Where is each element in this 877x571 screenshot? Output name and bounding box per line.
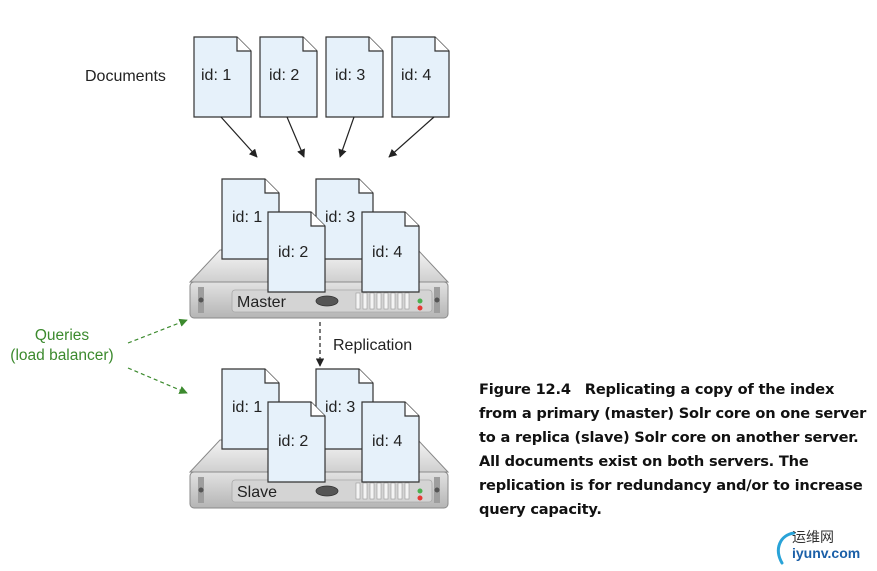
server-label-slave: Slave [237, 484, 277, 501]
document-id-4: id: 4 [391, 36, 450, 118]
slave-doc-id-2: id: 2 [267, 401, 326, 483]
server-label-master: Master [237, 294, 287, 311]
vent-icon [355, 292, 410, 310]
arrow-doc2-to-master [286, 116, 305, 158]
master-doc-id-3: id: 3 [315, 178, 374, 260]
drive-slot-icon [315, 485, 339, 497]
vent-icon [355, 482, 410, 500]
caption-text: Replicating a copy of the index from a p… [479, 381, 867, 518]
status-led-icon [417, 495, 423, 501]
screw-icon [434, 297, 440, 303]
status-led-icon [417, 305, 423, 311]
slave-doc-id-3: id: 3 [315, 368, 374, 450]
document-label: id: 3 [335, 67, 365, 84]
queries-label: Queries (load balancer) [0, 326, 124, 366]
drive-slot-icon [315, 295, 339, 307]
queries-label-line2: (load balancer) [10, 347, 114, 364]
arrow-doc4-to-master [388, 116, 435, 158]
slave-doc-id-4: id: 4 [361, 401, 420, 483]
document-label: id: 2 [278, 244, 308, 261]
query-arrow-to-slave [127, 367, 188, 394]
document-label: id: 3 [325, 209, 355, 226]
figure-number: Figure 12.4 [479, 381, 571, 398]
queries-label-line1: Queries [34, 327, 90, 344]
document-label: id: 3 [325, 399, 355, 416]
document-label: id: 2 [269, 67, 299, 84]
master-doc-id-4: id: 4 [361, 211, 420, 293]
document-label: id: 1 [232, 209, 262, 226]
watermark: 运维网 iyunv.com [772, 527, 877, 571]
screw-icon [434, 487, 440, 493]
query-arrow-to-master [127, 318, 188, 344]
document-id-3: id: 3 [325, 36, 384, 118]
document-label: id: 2 [278, 433, 308, 450]
document-id-1: id: 1 [193, 36, 252, 118]
document-label: id: 1 [201, 67, 231, 84]
watermark-logo-icon [777, 531, 796, 565]
screw-icon [198, 297, 204, 303]
arrow-doc3-to-master [338, 116, 355, 158]
master-doc-id-2: id: 2 [267, 211, 326, 293]
status-led-icon [417, 298, 423, 304]
arrow-doc1-to-master [220, 116, 258, 158]
document-id-2: id: 2 [259, 36, 318, 118]
status-led-icon [417, 488, 423, 494]
master-doc-id-1: id: 1 [221, 178, 280, 260]
documents-label: Documents [85, 68, 166, 85]
document-label: id: 4 [372, 433, 402, 450]
document-label: id: 4 [372, 244, 402, 261]
document-label: id: 4 [401, 67, 431, 84]
watermark-url: iyunv.com [792, 545, 861, 561]
document-label: id: 1 [232, 399, 262, 416]
screw-icon [198, 487, 204, 493]
watermark-text: 运维网 [792, 529, 834, 545]
replication-label: Replication [333, 337, 413, 354]
slave-doc-id-1: id: 1 [221, 368, 280, 450]
